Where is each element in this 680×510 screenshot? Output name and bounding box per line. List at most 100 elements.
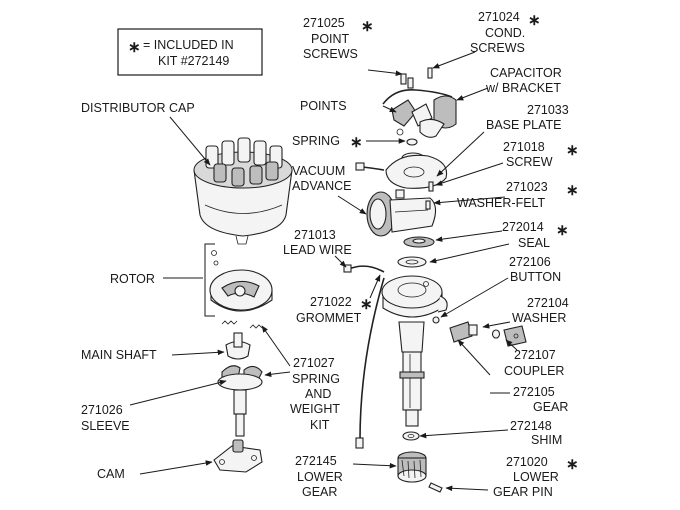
cond-screws-star: ∗ [528,12,541,29]
label-lower-gear-pin: 271020 ∗ LOWER GEAR PIN [493,455,579,499]
label-cam: CAM [97,467,125,481]
screw-drawing [428,181,434,192]
point-screws-line2: SCREWS [303,47,358,61]
felt-washer-drawing [403,236,435,248]
lower-gear-line2: GEAR [302,485,337,499]
spring-weight-kit-line3: WEIGHT [290,402,340,416]
rotor-bracket [204,243,219,317]
label-gear: 272105 GEAR [513,385,568,414]
cond-screws-line2: SCREWS [470,41,525,55]
shim-num: 272148 [510,419,552,433]
label-washer: 272104 WASHER [512,296,569,325]
label-capacitor: CAPACITOR w/ BRACKET [485,66,562,95]
leader-lines [129,51,518,492]
grommet-star: ∗ [360,296,373,313]
main-shaft-text: MAIN SHAFT [81,348,157,362]
cond-screws-line1: COND. [485,26,525,40]
spring-weight-kit-num: 271027 [293,356,335,370]
label-sleeve: 271026 SLEEVE [81,403,130,433]
label-seal: 272014 ∗ SEAL [502,220,569,250]
washer-felt-num: 271023 [506,180,548,194]
spring-weight-kit-line1: SPRING [292,372,340,386]
lower-gear-pin-drawing [428,482,443,493]
label-vacuum-advance: VACUUM ADVANCE [292,164,352,193]
vacuum-advance-drawing [366,189,437,237]
washer-num: 272104 [527,296,569,310]
label-base-plate: 271033 BASE PLATE [486,103,569,132]
label-cond-screws: 271024 ∗ COND. SCREWS [470,10,541,55]
grommet-line1: GROMMET [296,311,362,325]
sleeve-num: 271026 [81,403,123,417]
cam-text: CAM [97,467,125,481]
legend-line-2: KIT #272149 [158,54,229,68]
base-plate-drawing [355,154,448,189]
cam-drawing [213,439,263,473]
seal-drawing [397,256,427,268]
label-lower-gear: 272145 LOWER GEAR [295,454,343,499]
label-spring: SPRING ∗ [292,134,363,151]
point-screws-drawing [400,67,433,89]
point-screws-star: ∗ [361,18,374,35]
label-points: POINTS [300,99,347,113]
lead-wire-num: 271013 [294,228,336,242]
label-grommet: 271022 ∗ GROMMET [296,295,373,325]
lower-gear-line1: LOWER [297,470,343,484]
capacitor-line1: CAPACITOR [490,66,562,80]
sleeve-line1: SLEEVE [81,419,130,433]
spring-weight-kit-line4: KIT [310,418,330,432]
label-spring-weight-kit: 271027 SPRING AND WEIGHT KIT [290,356,340,432]
distributor-cap-drawing [193,137,293,245]
legend-star: ∗ [128,39,141,56]
gear-line1: GEAR [533,400,568,414]
coupler-num: 272107 [514,348,556,362]
label-point-screws: 271025 ∗ POINT SCREWS [303,16,374,61]
capacitor-line2: w/ BRACKET [485,81,561,95]
small-springs [221,320,263,329]
legend-box: ∗ = INCLUDED IN KIT #272149 [117,28,263,76]
base-plate-num: 271033 [527,103,569,117]
washer-line1: WASHER [512,311,566,325]
screw-num: 271018 [503,140,545,154]
washer-felt-screw [425,200,431,210]
cond-screws-num: 271024 [478,10,520,24]
spring-text: SPRING [292,134,340,148]
grommet-num: 271022 [310,295,352,309]
seal-line1: SEAL [518,236,550,250]
gear-num: 272105 [513,385,555,399]
washer-felt-line1: WASHER-FELT [457,196,546,210]
spring-weight-kit-line2: AND [305,387,331,401]
label-button: 272106 BUTTON [509,255,561,284]
label-rotor: ROTOR [110,272,155,286]
button-num: 272106 [509,255,551,269]
distributor-housing-drawing [381,275,448,427]
label-coupler: 272107 COUPLER [504,348,564,378]
screw-star: ∗ [566,142,579,159]
spring-star: ∗ [350,134,363,151]
lower-gear-pin-star: ∗ [566,456,579,473]
rotor-drawing [209,269,273,312]
label-screw: 271018 ∗ SCREW [503,140,579,169]
point-screws-line1: POINT [311,32,350,46]
label-washer-felt: 271023 ∗ WASHER-FELT [457,180,579,210]
seal-star: ∗ [556,222,569,239]
washer-felt-star: ∗ [566,182,579,199]
label-lead-wire: 271013 LEAD WIRE [283,228,352,257]
lower-gear-num: 272145 [295,454,337,468]
shim-drawing [402,431,420,441]
label-shim: 272148 SHIM [510,419,562,447]
lead-wire-drawing [343,264,385,449]
lower-gear-pin-line1: LOWER [513,470,559,484]
rotor-text: ROTOR [110,272,155,286]
lead-wire-line1: LEAD WIRE [283,243,352,257]
lower-gear-drawing [397,451,427,483]
lower-gear-pin-line2: GEAR PIN [493,485,553,499]
lower-gear-pin-num: 271020 [506,455,548,469]
label-main-shaft: MAIN SHAFT [81,348,157,362]
shim-line1: SHIM [531,433,562,447]
legend-line-1: = INCLUDED IN [143,38,234,52]
main-shaft-drawing [217,332,263,437]
point-screws-num: 271025 [303,16,345,30]
screw-line1: SCREW [506,155,553,169]
points-capacitor-drawing [382,88,457,138]
